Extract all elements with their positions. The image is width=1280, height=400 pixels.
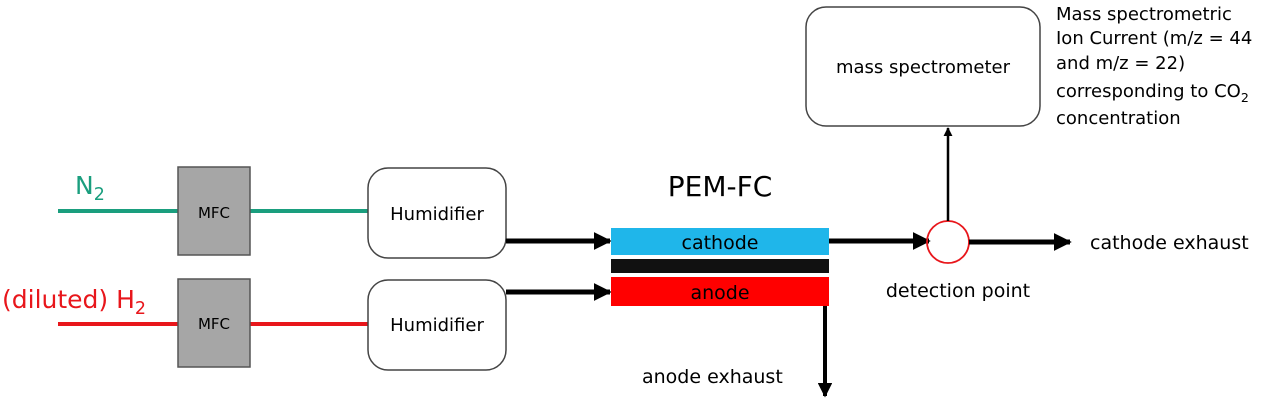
cathode-exhaust-label: cathode exhaust bbox=[1090, 232, 1249, 254]
anode-label: anode bbox=[690, 282, 749, 304]
membrane-layer bbox=[611, 259, 829, 273]
humidifier-n2-box bbox=[367, 167, 507, 259]
cathode-layer bbox=[611, 228, 829, 255]
humidifier-n2-label: Humidifier bbox=[390, 204, 484, 225]
anode-exhaust-label: anode exhaust bbox=[642, 366, 783, 388]
mfc-n2-box bbox=[177, 166, 251, 256]
mass-spec-note-line-4: corresponding to CO2 bbox=[1056, 81, 1249, 105]
detection-point-label: detection point bbox=[886, 280, 1030, 302]
cathode-label: cathode bbox=[682, 232, 759, 254]
mass-spectrometer-label: mass spectrometer bbox=[836, 57, 1011, 78]
mass-spec-note: Mass spectrometric Ion Current (m/z = 44… bbox=[1056, 4, 1252, 129]
mass-spectrometer-box bbox=[805, 6, 1041, 127]
mfc-h2-box bbox=[177, 278, 251, 368]
anode-layer bbox=[611, 277, 829, 306]
humidifier-h2-label: Humidifier bbox=[390, 315, 484, 336]
h2-label: (diluted) H2 bbox=[2, 285, 146, 319]
mass-spec-note-line-5: concentration bbox=[1056, 108, 1181, 129]
mfc-n2-label: MFC bbox=[198, 204, 230, 222]
n2-label: N2 bbox=[75, 171, 105, 205]
mass-spec-note-line-2: Ion Current (m/z = 44 bbox=[1056, 28, 1252, 49]
humidifier-h2-box bbox=[367, 279, 507, 371]
detection-point-circle bbox=[926, 220, 970, 264]
pem-fc-title: PEM-FC bbox=[668, 170, 773, 203]
mfc-h2-label: MFC bbox=[198, 315, 230, 333]
mass-spec-note-line-1: Mass spectrometric bbox=[1056, 4, 1232, 25]
mass-spec-note-line-3: and m/z = 22) bbox=[1056, 53, 1185, 74]
